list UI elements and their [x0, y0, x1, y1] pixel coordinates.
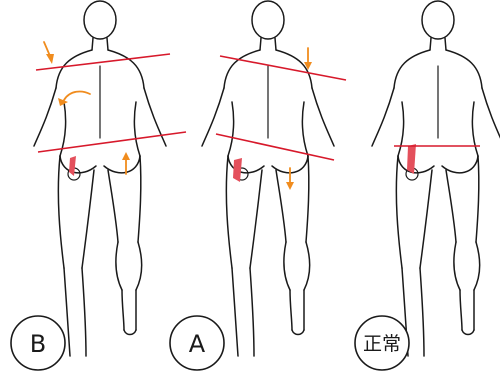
label-b: B	[30, 330, 46, 358]
body-outline-normal	[372, 1, 500, 356]
hip-arrowhead-b	[122, 152, 130, 160]
shoulder-arrow-b	[44, 42, 50, 56]
figure-a	[202, 1, 346, 356]
rotation-arrow-b	[64, 92, 90, 100]
figure-b	[34, 1, 186, 356]
label-badge-normal: 正常	[355, 316, 409, 370]
muscle-highlight-a	[233, 158, 242, 182]
rotation-arrowhead-b	[58, 98, 68, 106]
shoulder-tilt-line-b	[36, 54, 170, 70]
shoulder-arrowhead-b	[46, 54, 54, 64]
label-badge-a: A	[170, 316, 224, 370]
shoulder-arrowhead-a	[304, 62, 312, 70]
shoulder-tilt-line-a	[220, 56, 346, 80]
label-normal: 正常	[363, 333, 401, 355]
label-a: A	[189, 330, 206, 358]
label-badge-b: B	[11, 316, 65, 370]
pelvis-tilt-line-a	[216, 134, 334, 160]
body-outline-a	[202, 1, 334, 356]
muscle-highlight-normal	[407, 144, 416, 174]
figure-normal	[372, 1, 500, 356]
hip-arrowhead-a	[286, 182, 294, 190]
